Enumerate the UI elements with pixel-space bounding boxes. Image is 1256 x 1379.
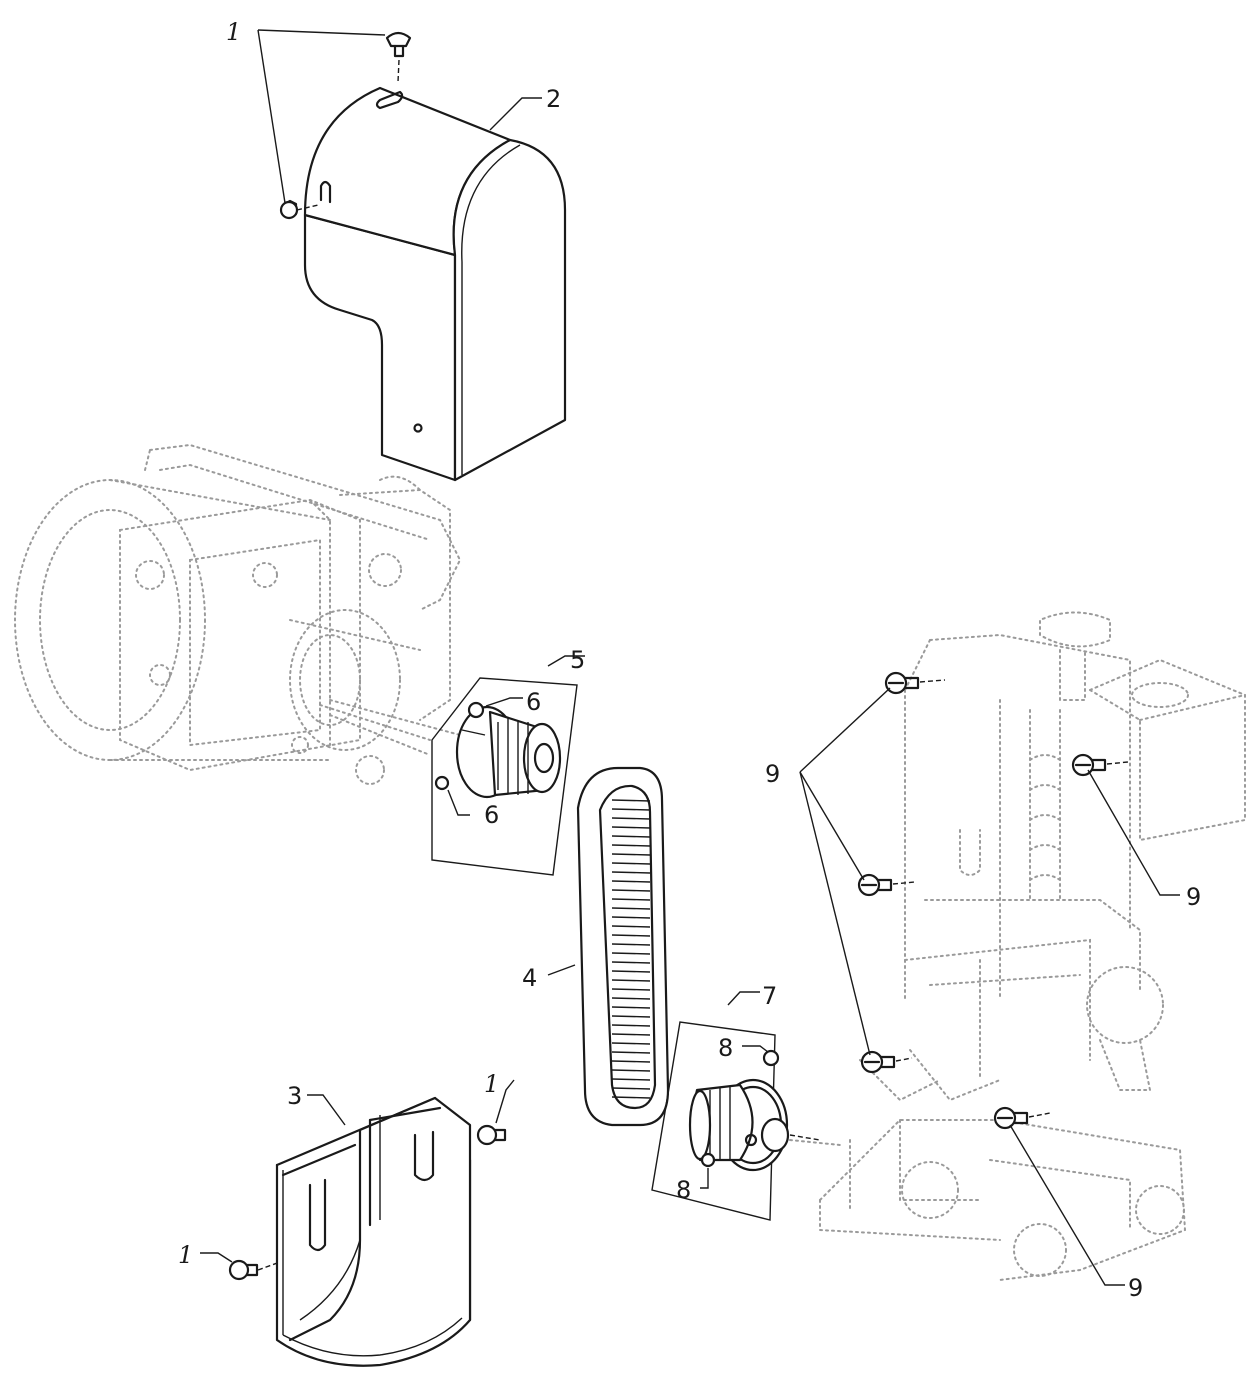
- callout-1-lower-left-label: 1: [178, 1241, 193, 1269]
- callout-2: 2: [489, 85, 561, 131]
- frame-screw-1: [884, 671, 946, 695]
- setscrew-driven-upper: [762, 1049, 780, 1067]
- callout-2-label: 2: [546, 85, 561, 113]
- setscrew-upper: [467, 701, 485, 719]
- driven-pulley-group: 7 8 8: [651, 982, 821, 1221]
- callout-8-lower-label: 8: [676, 1176, 691, 1204]
- cover-screw-side: [279, 199, 319, 220]
- timing-belt: 4: [522, 766, 670, 1127]
- callout-9-right-label: 9: [1186, 883, 1201, 911]
- callout-1-lower-right-label: 1: [484, 1070, 499, 1098]
- callout-3: 3: [287, 1082, 346, 1126]
- callout-6-lower-label: 6: [484, 801, 499, 829]
- top-belt-cover: [303, 86, 567, 482]
- frame-assembly-ghost: [789, 611, 1246, 1281]
- callout-4-label: 4: [522, 964, 537, 992]
- callout-8-upper-label: 8: [718, 1034, 733, 1062]
- callout-9-bottom-label: 9: [1128, 1274, 1143, 1302]
- frame-screw-4: [860, 1050, 913, 1074]
- frame-screws: 9 9 9: [765, 671, 1201, 1302]
- callout-5-label: 5: [570, 646, 585, 674]
- frame-screw-3: [857, 873, 916, 897]
- motor-pulley: [455, 705, 562, 799]
- callout-6-upper-label: 6: [526, 688, 541, 716]
- frame-screw-5: [993, 1106, 1051, 1130]
- cover-screw-top: [385, 31, 412, 83]
- driven-pulley: [688, 1078, 821, 1172]
- bottom-cover-screw-left: 1: [178, 1241, 281, 1281]
- bottom-belt-cover: [275, 1096, 472, 1367]
- setscrew-driven-lower: [700, 1152, 716, 1168]
- bottom-cover-screw-right: 1: [476, 1070, 515, 1146]
- callout-7-label: 7: [762, 982, 777, 1010]
- setscrew-lower: [434, 775, 450, 791]
- callout-3-label: 3: [287, 1082, 302, 1110]
- callout-1-top: 1: [226, 18, 386, 204]
- callout-9-left-label: 9: [765, 760, 780, 788]
- motor-pulley-group: 5 6 6: [431, 646, 585, 876]
- frame-screw-2: [1071, 753, 1129, 777]
- motor-assembly-ghost: [14, 443, 462, 785]
- callout-1-top-label: 1: [226, 18, 241, 46]
